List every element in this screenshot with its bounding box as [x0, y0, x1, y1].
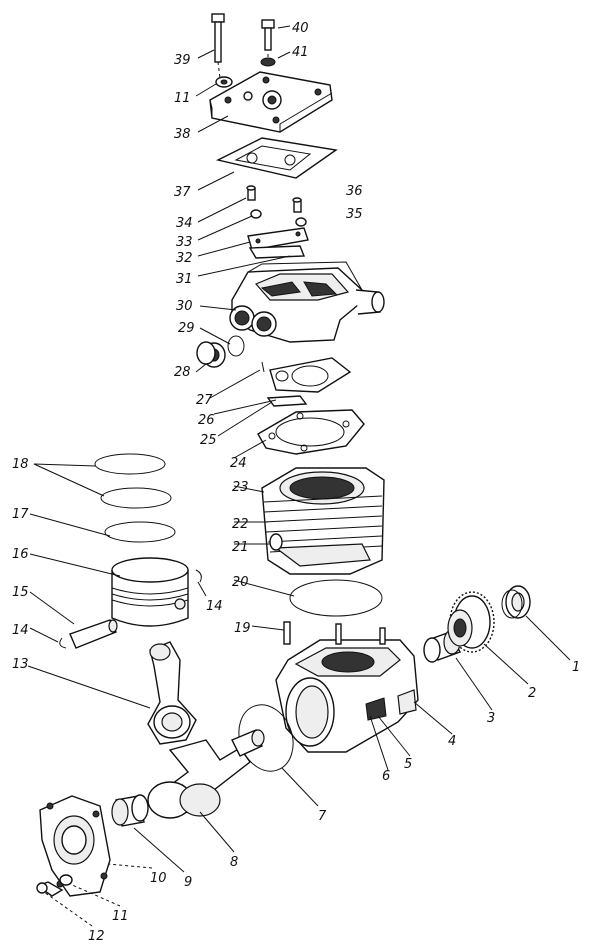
- bolt-36: [292, 197, 302, 213]
- callout-39: 39: [174, 53, 191, 68]
- bearing-9: [111, 794, 149, 827]
- callout-35: 35: [346, 207, 363, 222]
- callout-32: 32: [176, 251, 193, 266]
- callout-24: 24: [230, 456, 247, 471]
- callout-7: 7: [318, 809, 327, 824]
- callout-17: 17: [12, 507, 29, 522]
- callout-labels: 1 2 3 4 5 6 7 8 9 10 11 11 12 13 14 14 1…: [12, 21, 580, 944]
- callout-33: 33: [176, 235, 193, 250]
- callout-28: 28: [174, 365, 191, 380]
- washer-33: [250, 209, 262, 219]
- callout-19: 19: [234, 621, 251, 636]
- callout-30: 30: [176, 299, 193, 314]
- washer-35: [295, 217, 307, 227]
- piston-ring-18-b: [100, 487, 172, 509]
- callout-13: 13: [12, 657, 29, 672]
- callout-9: 9: [184, 875, 192, 890]
- callout-22: 22: [232, 517, 249, 532]
- callout-10: 10: [150, 871, 167, 886]
- callout-27: 27: [196, 393, 213, 408]
- end-cover-10: [39, 795, 111, 897]
- cylinder-23: [261, 467, 385, 575]
- callout-41: 41: [292, 45, 309, 60]
- piston-ring-17: [104, 521, 176, 543]
- callout-36: 36: [346, 184, 363, 199]
- bolt-40: [261, 19, 275, 51]
- bolt-34: [246, 185, 256, 201]
- callout-23: 23: [232, 480, 249, 495]
- callout-37: 37: [174, 185, 191, 200]
- piston-pin-15: [69, 619, 118, 649]
- callout-11-bottom: 11: [112, 909, 129, 924]
- callout-40: 40: [292, 21, 309, 36]
- callout-6: 6: [382, 769, 390, 784]
- nut-1: [501, 585, 531, 619]
- callout-11-top: 11: [174, 91, 191, 106]
- callout-2: 2: [528, 686, 536, 701]
- callout-12: 12: [88, 929, 105, 944]
- ring-20: [289, 579, 383, 617]
- callout-31: 31: [176, 272, 193, 287]
- callout-14-right: 14: [206, 599, 223, 614]
- stud-19: [283, 621, 291, 645]
- bolt-12: [36, 881, 64, 897]
- callout-4: 4: [448, 734, 456, 749]
- gear-2: [447, 591, 495, 653]
- gasket-27: [269, 357, 352, 393]
- leader-lines: [27, 25, 571, 927]
- washer-11-top: [215, 76, 233, 88]
- pin-26: [261, 361, 265, 373]
- callout-34: 34: [176, 216, 193, 231]
- callout-16: 16: [12, 547, 29, 562]
- gasket-24: [257, 409, 365, 455]
- callout-5: 5: [404, 757, 412, 772]
- crankcase-4: [275, 623, 419, 753]
- cylinder-head-30: [229, 261, 385, 343]
- callout-38: 38: [174, 127, 191, 142]
- bolt-39: [211, 13, 225, 79]
- washer-41: [260, 54, 276, 67]
- callout-18: 18: [12, 457, 29, 472]
- ring-29: [227, 335, 245, 357]
- washer-11-bottom: [59, 874, 73, 886]
- plug-28: [196, 341, 226, 368]
- callout-20: 20: [232, 575, 249, 590]
- callout-15: 15: [12, 585, 29, 600]
- plate-32: [247, 227, 309, 251]
- gasket-37: [215, 137, 338, 179]
- piston-ring-18-a: [94, 453, 166, 475]
- callout-25: 25: [200, 433, 217, 448]
- callout-3: 3: [487, 711, 495, 726]
- callout-8: 8: [230, 855, 238, 870]
- callout-1: 1: [572, 660, 580, 675]
- plate-25: [266, 395, 308, 407]
- clip-14-left: [59, 637, 67, 649]
- callout-26: 26: [198, 413, 215, 428]
- piston-16: [111, 557, 189, 627]
- gasket-31: [248, 245, 306, 259]
- callout-14-left: 14: [12, 623, 29, 638]
- clip-14-right: [195, 569, 202, 583]
- head-cover-38: [209, 71, 333, 133]
- callout-29: 29: [178, 321, 195, 336]
- crankshaft-8: [147, 729, 265, 819]
- callout-21: 21: [232, 540, 249, 555]
- connecting-rod-13: [147, 641, 197, 745]
